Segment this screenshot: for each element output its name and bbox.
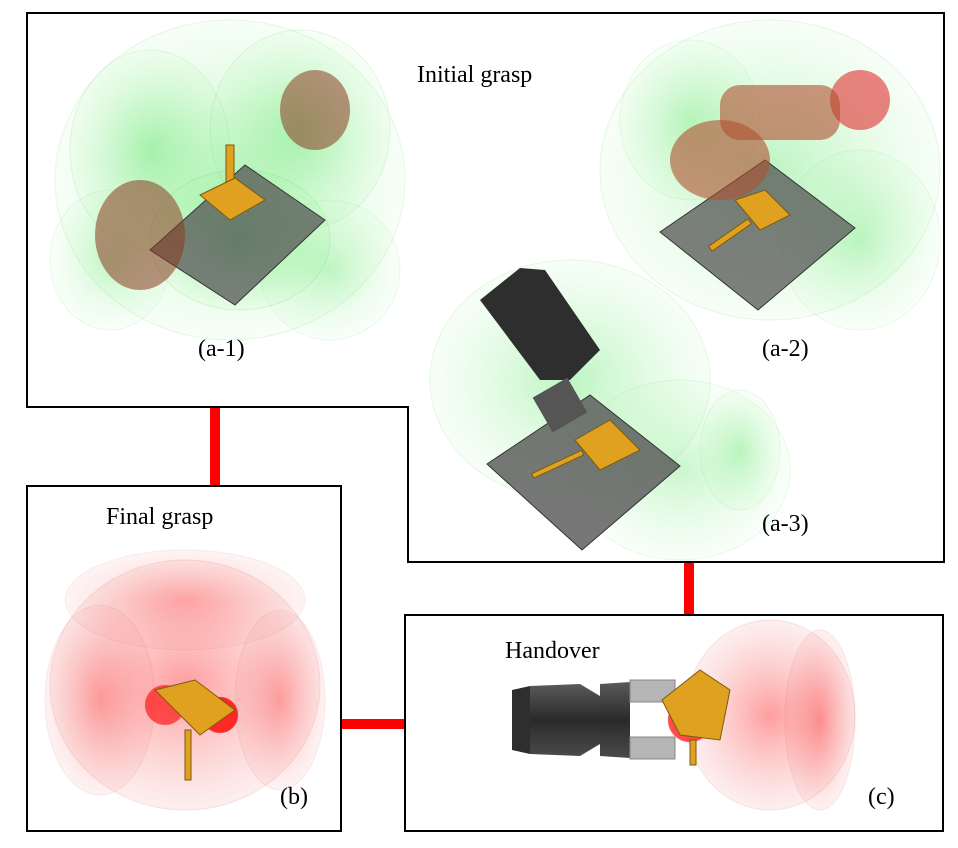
handover-title: Handover — [505, 638, 600, 664]
connector-initial-handover — [684, 563, 694, 615]
gripper-icon — [95, 70, 350, 290]
scene-c — [512, 619, 856, 811]
final-grasp-title: Final grasp — [106, 504, 214, 530]
label-a3: (a-3) — [762, 511, 809, 537]
initial-grasp-frame — [26, 12, 945, 563]
scene-a2 — [599, 19, 941, 331]
mechanical-part-icon — [154, 679, 236, 781]
mechanical-part-icon — [531, 419, 641, 479]
mechanical-part-icon — [199, 144, 266, 221]
mechanical-part-icon — [661, 669, 731, 766]
scene-b — [44, 549, 326, 811]
label-a2: (a-2) — [762, 336, 809, 362]
label-b: (b) — [280, 784, 308, 810]
gripper-icon — [480, 268, 600, 433]
gripper-icon — [670, 70, 890, 200]
handover-frame — [404, 614, 944, 832]
gripper-icon — [512, 679, 676, 760]
scene-a3 — [429, 259, 791, 561]
final-grasp-frame — [26, 485, 342, 832]
initial-grasp-title: Initial grasp — [417, 62, 533, 88]
connector-initial-final — [210, 406, 220, 486]
connectors — [210, 406, 694, 729]
grasp-region-c — [667, 619, 856, 811]
mechanical-part-icon — [707, 189, 791, 252]
label-c: (c) — [868, 784, 895, 810]
connector-final-handover — [340, 719, 406, 729]
label-a1: (a-1) — [198, 336, 245, 362]
scene-a1 — [49, 19, 406, 341]
